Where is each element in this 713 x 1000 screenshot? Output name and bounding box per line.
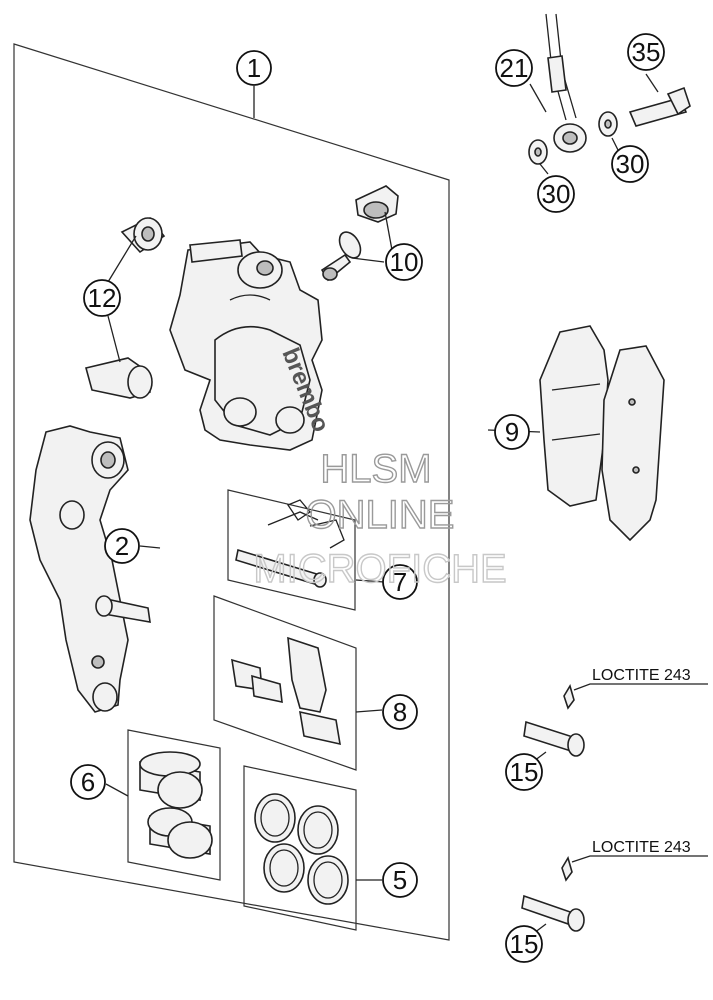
svg-text:30: 30 (616, 149, 645, 179)
callout-35: 35 (627, 33, 665, 71)
watermark-line-2: ONLINE (306, 493, 455, 537)
fitting-lower (85, 357, 153, 399)
callout-12: 12 (83, 279, 121, 317)
watermark-line-1: HLSM (320, 447, 431, 491)
svg-text:9: 9 (505, 417, 519, 447)
callout-15-lower: 15 (505, 925, 543, 963)
svg-text:35: 35 (632, 37, 661, 67)
callout-1: 1 (236, 50, 272, 86)
pad-spring-panel (213, 595, 357, 771)
svg-text:21: 21 (500, 53, 529, 83)
svg-text:2: 2 (115, 531, 129, 561)
caliper-body: brembo (169, 239, 334, 451)
svg-text:30: 30 (542, 179, 571, 209)
watermark-line-3: MICROFICHE (253, 547, 506, 591)
callout-2: 2 (104, 528, 140, 564)
caliper-bracket (29, 425, 151, 713)
brake-pads (539, 325, 665, 542)
fitting-upper (120, 216, 166, 254)
callout-15-upper: 15 (505, 753, 543, 791)
callout-21: 21 (495, 49, 533, 87)
loctite-label-upper: LOCTITE 243 (592, 667, 691, 684)
svg-text:6: 6 (81, 767, 95, 797)
bolt-lower (521, 856, 585, 932)
svg-text:1: 1 (247, 53, 261, 83)
svg-text:7: 7 (393, 567, 407, 597)
brake-line-fitting (528, 13, 691, 165)
bolt-upper (523, 684, 585, 757)
seal-panel (243, 765, 357, 931)
callout-8: 8 (382, 694, 418, 730)
callout-10: 10 (385, 243, 423, 281)
svg-text:15: 15 (510, 929, 539, 959)
callout-30-left: 30 (537, 175, 575, 213)
assembly-panel (13, 43, 450, 941)
svg-text:8: 8 (393, 697, 407, 727)
piston-panel (127, 729, 221, 881)
callout-6: 6 (70, 764, 106, 800)
callout-30-right: 30 (611, 145, 649, 183)
pin-kit-panel (227, 489, 356, 611)
callout-5: 5 (382, 862, 418, 898)
svg-text:10: 10 (390, 247, 419, 277)
bleed-cap (355, 185, 399, 223)
svg-text:12: 12 (88, 283, 117, 313)
loctite-label-lower: LOCTITE 243 (592, 839, 691, 856)
svg-text:5: 5 (393, 865, 407, 895)
callout-9: 9 (494, 414, 530, 450)
bleed-screw (320, 231, 362, 282)
callout-7: 7 (382, 564, 418, 600)
svg-text:15: 15 (510, 757, 539, 787)
